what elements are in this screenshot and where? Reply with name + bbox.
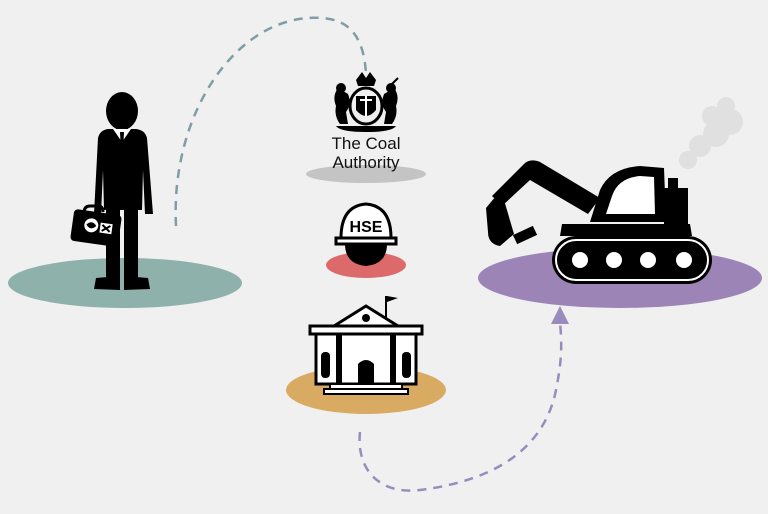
excavator-icon: [486, 160, 712, 284]
coal-authority-line2: Authority: [332, 153, 400, 172]
public-building-icon: [308, 296, 424, 395]
bottom-arrowhead: [551, 306, 569, 324]
coal-authority-line1: The Coal: [332, 134, 401, 153]
flag-icon: [387, 296, 398, 302]
coal-authority-platform: [306, 165, 426, 183]
hse-label: HSE: [350, 219, 383, 236]
royal-coat-of-arms-icon: [334, 72, 399, 132]
briefcase-icon: [70, 204, 122, 247]
top-dashed-arrow: [174, 16, 368, 227]
smoke-icon: [679, 97, 743, 169]
bottom-dashed-arrow: [358, 321, 563, 492]
hard-hat-icon: [334, 202, 398, 266]
businessman-icon: [94, 92, 153, 290]
